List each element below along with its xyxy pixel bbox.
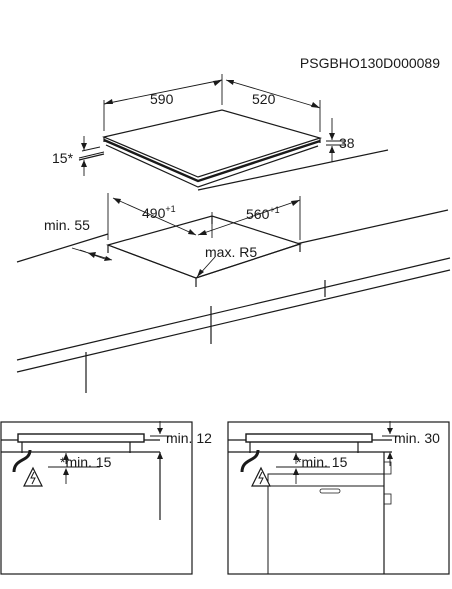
electric-warning-icon [23,466,43,487]
worktop-front-edge-bottom [16,269,451,373]
height-dimension: 38 [326,118,355,162]
worktop-front-edge-top [16,257,451,361]
cutout-depth-label: 560+1 [246,205,280,222]
clearance-below-right-label: *min. 15 [296,454,348,470]
hob-section-right [245,433,373,443]
hob-top-surface [102,109,323,178]
hob-width-label: 590 [150,91,174,107]
flush-label: 15* [52,150,74,166]
worktop-rear-edge-left [16,233,109,263]
side-view-right: min. 30 *min. 15 [227,421,450,575]
hob-base-edge [105,144,319,188]
cutout-width-dimension: 490+1 [107,193,197,240]
rear-min-dimension: min. 55 [44,217,113,261]
radius-label: max. R5 [205,244,257,260]
hob-width-dimension: 590 [103,74,223,131]
radius-callout: max. R5 [196,244,257,278]
side-view-left-frame [0,421,193,575]
power-cable-right [240,449,260,473]
hob-depth-label: 520 [252,91,276,107]
document-code: PSGBHO130D000089 [300,55,440,71]
cutout-width-label: 490+1 [142,204,176,221]
hob-front-edge [103,138,321,183]
hob-drawing [102,109,323,188]
clearance-top-right-label: min. 30 [394,430,440,446]
height-label: 38 [339,135,355,151]
worktop-drawing [16,149,451,393]
oven-handle [319,488,341,494]
electric-warning-icon [251,466,271,487]
side-view-left: min. 12 *min. 15 [0,421,212,575]
worktop-rear-edge-right [295,209,449,245]
hob-section-left [17,433,145,443]
flush-dimension: 15* [52,136,105,176]
cutout-depth-dimension: 560+1 [197,196,301,240]
clearance-below-left-label: *min. 15 [60,454,112,470]
cutout-drawing [106,215,302,287]
hob-depth-dimension: 520 [225,79,321,132]
clearance-top-left-label: min. 12 [166,430,212,446]
rear-min-label: min. 55 [44,217,90,233]
power-cable-left [12,449,32,473]
